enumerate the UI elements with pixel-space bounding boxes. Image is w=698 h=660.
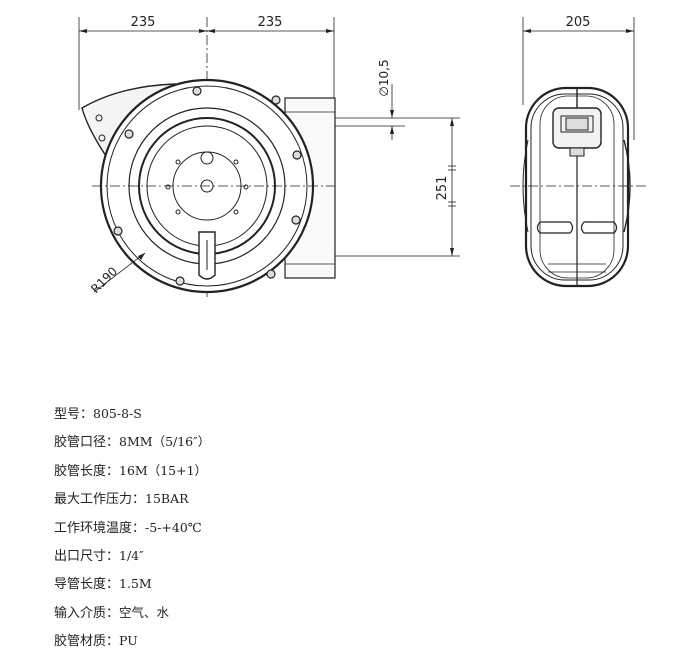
spec-key: 最大工作压力： — [54, 492, 146, 508]
spec-value: 1.5M — [119, 576, 152, 592]
technical-drawing: 235 235 205 ∅10,5 251 R190 — [78, 15, 646, 300]
dim-side-width: 205 — [566, 15, 591, 30]
spec-model: 型号：805-8-S — [54, 404, 210, 432]
spec-key: 导管长度： — [54, 577, 120, 593]
spec-hose-material: 胶管材质：PU — [54, 631, 210, 659]
spec-key: 胶管材质： — [54, 634, 120, 650]
spec-value: -5-+40℃ — [145, 519, 202, 535]
spec-temperature: 工作环境温度：-5-+40℃ — [54, 518, 210, 546]
spec-value: PU — [119, 633, 138, 649]
spec-hose-diameter: 胶管口径：8MM（5/16″） — [54, 432, 210, 460]
dim-left-width: 235 — [131, 15, 156, 30]
spec-value: 8MM（5/16″） — [119, 434, 211, 450]
spec-lead-hose-length: 导管长度：1.5M — [54, 574, 210, 602]
spec-outlet-size: 出口尺寸：1/4″ — [54, 546, 210, 574]
dim-radius: R190 — [88, 264, 120, 296]
side-view — [510, 17, 646, 288]
spec-list: 型号：805-8-S 胶管口径：8MM（5/16″） 胶管长度：16M（15+1… — [54, 404, 210, 660]
spec-hose-length: 胶管长度：16M（15+1） — [54, 461, 210, 489]
spec-value: 15BAR — [145, 491, 189, 507]
spec-value: 空气、水 — [119, 604, 170, 620]
spec-value: 805-8-S — [93, 406, 142, 421]
spec-key: 工作环境温度： — [54, 520, 146, 536]
spec-key: 输入介质： — [54, 605, 120, 621]
dim-right-width: 235 — [258, 15, 283, 30]
spec-key: 胶管长度： — [54, 463, 120, 479]
spec-value: 16M（15+1） — [119, 462, 208, 478]
spec-key: 出口尺寸： — [54, 548, 120, 564]
dim-mount-height: 251 — [435, 176, 450, 201]
spec-key: 型号： — [54, 407, 94, 422]
spec-medium: 输入介质：空气、水 — [54, 603, 210, 631]
spec-value: 1/4″ — [119, 547, 144, 563]
dim-hose-diameter: ∅10,5 — [377, 59, 391, 96]
spec-max-pressure: 最大工作压力：15BAR — [54, 489, 210, 517]
spec-key: 胶管口径： — [54, 435, 120, 451]
front-view — [78, 17, 460, 300]
